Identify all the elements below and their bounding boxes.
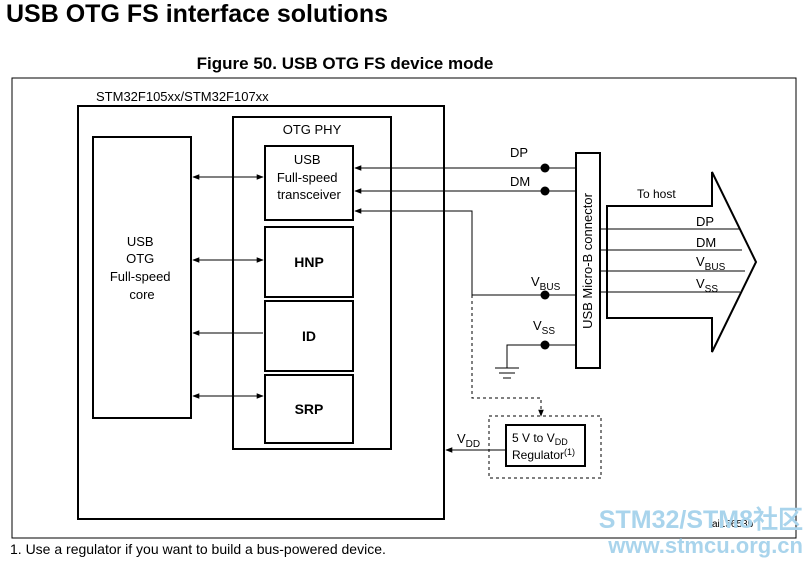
host-vss-label: VSS xyxy=(696,276,718,295)
watermark: STM32/STM8社区 www.stmcu.org.cn xyxy=(599,507,803,559)
hnp-label: HNP xyxy=(294,254,324,270)
host-dm-label: DM xyxy=(696,235,716,250)
vss-node xyxy=(540,340,550,350)
chip-box xyxy=(77,105,445,520)
vbus-to-regulator-line xyxy=(471,295,544,417)
regulator-dashed-frame xyxy=(488,415,602,479)
figure-frame xyxy=(11,77,797,539)
id-box xyxy=(264,300,354,372)
srp-label: SRP xyxy=(295,401,324,417)
dp-label: DP xyxy=(510,145,528,160)
vdd-label: VDD xyxy=(457,431,480,450)
host-vbus-label: VBUS xyxy=(696,254,726,273)
vbus-label: VBUS xyxy=(531,274,561,293)
figure-title: Figure 50. USB OTG FS device mode xyxy=(196,54,494,73)
id-label: ID xyxy=(302,328,316,344)
regulator-box xyxy=(505,424,586,467)
page-heading: USB OTG FS interface solutions xyxy=(6,0,388,28)
figure-ref-code: ai15653b xyxy=(712,519,754,530)
transceiver-label: USB Full-speed transceiver xyxy=(277,152,342,202)
dm-node xyxy=(540,186,550,196)
watermark-line1: STM32/STM8社区 xyxy=(598,506,803,534)
regulator-line1: 5 V to VDD xyxy=(512,431,568,447)
to-host-label: To host xyxy=(637,187,676,201)
chip-label: STM32F105xx/STM32F107xx xyxy=(96,89,269,104)
vbus-node xyxy=(540,290,550,300)
hnp-box xyxy=(264,226,354,298)
srp-box xyxy=(264,374,354,444)
otg-phy-label: OTG PHY xyxy=(283,122,342,137)
to-host-arrow xyxy=(606,171,758,353)
otg-core-box xyxy=(92,136,192,419)
otg-core-label: USB OTG Full-speed core xyxy=(110,234,174,302)
watermark-line2: www.stmcu.org.cn xyxy=(608,533,803,558)
host-dp-label: DP xyxy=(696,214,714,229)
vbus-sense-line xyxy=(354,208,576,296)
transceiver-box xyxy=(264,145,354,221)
dm-label: DM xyxy=(510,174,530,189)
vss-label: VSS xyxy=(533,318,555,337)
connector-label: USB Micro-B connector xyxy=(580,192,595,328)
ground-icon xyxy=(495,367,519,379)
regulator-line2: Regulator(1) xyxy=(512,447,575,462)
usb-connector xyxy=(575,152,601,369)
footnote: 1. Use a regulator if you want to build … xyxy=(10,541,386,557)
dp-node xyxy=(540,163,550,173)
vss-line xyxy=(506,344,576,368)
otg-phy-box xyxy=(232,116,392,450)
